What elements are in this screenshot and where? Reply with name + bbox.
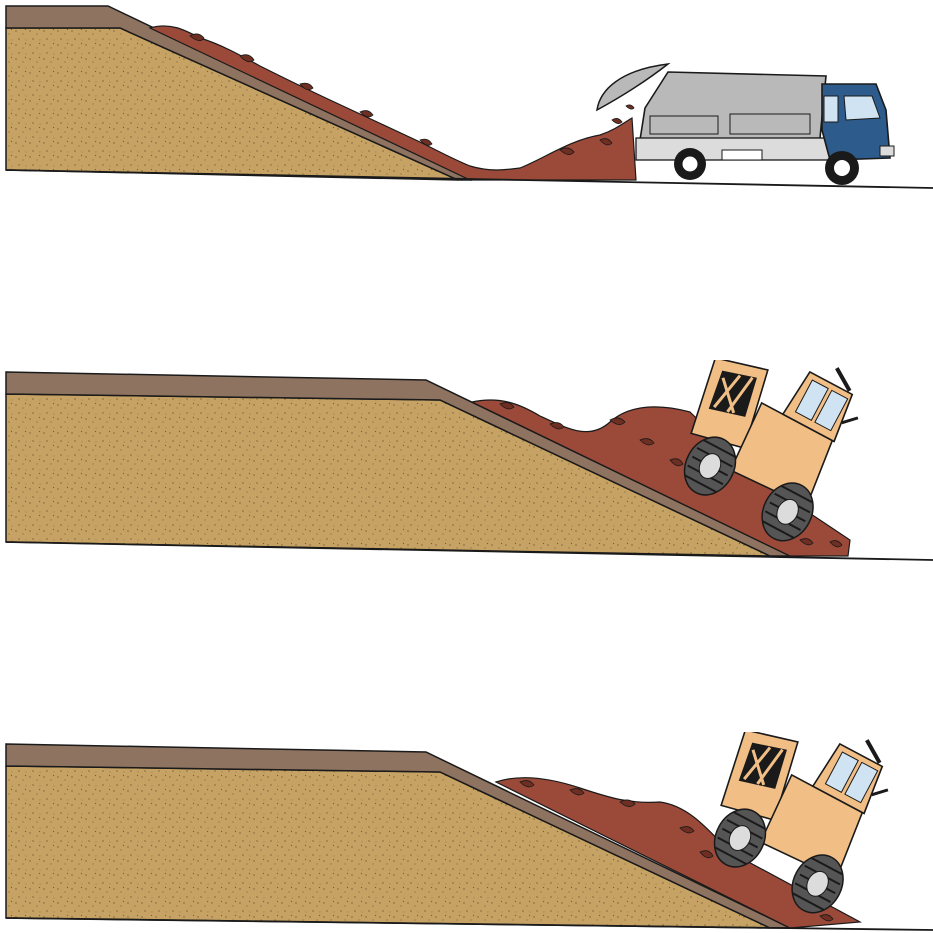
dump-truck	[597, 64, 894, 185]
truck-front-wheel	[825, 151, 859, 185]
panel-truck-dumping	[0, 0, 933, 200]
truck-rear-wheel	[674, 148, 706, 180]
panel-2-drawing	[0, 360, 933, 570]
panel-3-drawing	[0, 732, 933, 932]
panel-compactor-compacting	[0, 732, 933, 932]
panel-compactor-spreading	[0, 360, 933, 570]
panel-1-drawing	[0, 0, 933, 200]
truck-dump-body	[640, 72, 826, 140]
